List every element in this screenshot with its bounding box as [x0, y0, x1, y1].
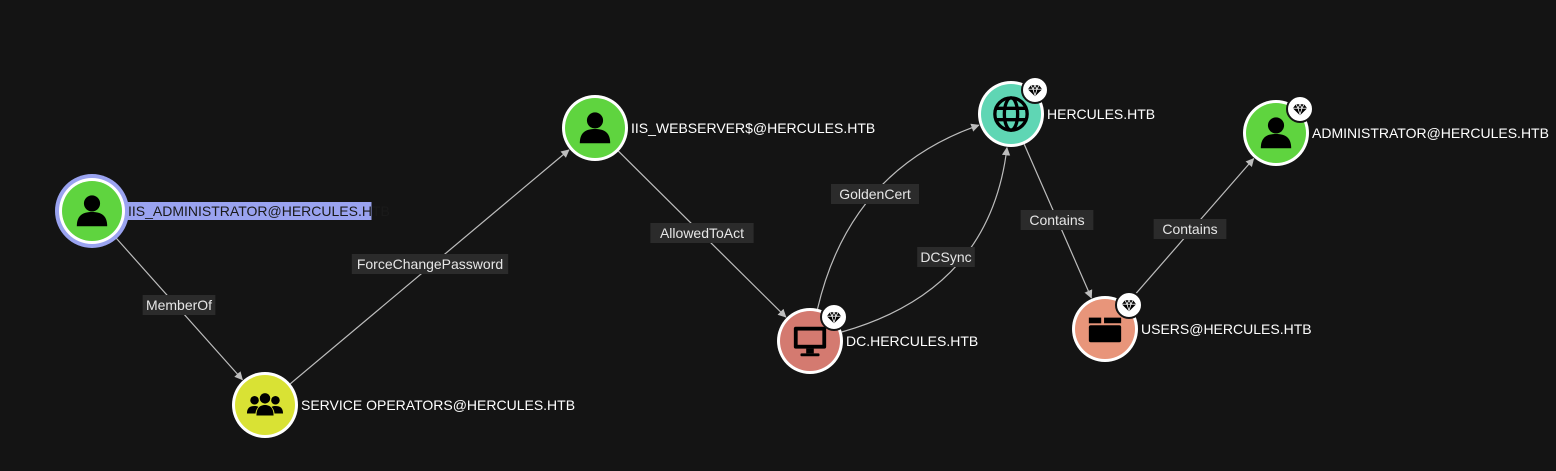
- node-label: ADMINISTRATOR@HERCULES.HTB: [1312, 125, 1549, 141]
- edge-contains[interactable]: Contains: [1126, 157, 1255, 305]
- edge-label-text: ForceChangePassword: [357, 256, 503, 272]
- edge-dcsync[interactable]: DCSync: [841, 146, 1011, 333]
- edge-memberof[interactable]: MemberOf: [113, 235, 243, 381]
- nodes-layer: IIS_ADMINISTRATOR@HERCULES.HTB SERVICE OP…: [55, 76, 1549, 438]
- edge-curve: [841, 146, 1011, 333]
- edge-label-text: AllowedToAct: [660, 225, 744, 241]
- edge-forcechangepassword[interactable]: ForceChangePassword: [289, 149, 570, 385]
- node-label: IIS_ADMINISTRATOR@HERCULES.HTB: [128, 203, 390, 219]
- edge-label-text: DCSync: [920, 249, 971, 265]
- tier-zero-gem-icon: [1286, 95, 1314, 123]
- node-dc[interactable]: DC.HERCULES.HTB: [777, 303, 978, 374]
- edge-contains[interactable]: Contains: [1020, 143, 1094, 299]
- edge-label-text: MemberOf: [146, 297, 212, 313]
- edge-goldencert[interactable]: GoldenCert: [816, 123, 980, 310]
- edge-label-text: Contains: [1162, 221, 1217, 237]
- node-label: HERCULES.HTB: [1047, 106, 1155, 122]
- node-label: DC.HERCULES.HTB: [846, 333, 978, 349]
- label-highlight: [126, 202, 372, 220]
- edge-label: Contains: [1153, 219, 1227, 239]
- tier-zero-gem-icon: [1115, 291, 1143, 319]
- tier-zero-gem-icon: [820, 303, 848, 331]
- edge-label: GoldenCert: [831, 184, 919, 204]
- edge-label-text: Contains: [1029, 212, 1084, 228]
- node-label: IIS_WEBSERVER$@HERCULES.HTB: [631, 120, 875, 136]
- edges-layer: MemberOf ForceChangePassword AllowedToAct G…: [113, 123, 1255, 385]
- edge-label: ForceChangePassword: [351, 254, 509, 274]
- node-iis-web[interactable]: IIS_WEBSERVER$@HERCULES.HTB: [562, 95, 875, 161]
- edge-allowedtoact[interactable]: AllowedToAct: [618, 150, 787, 318]
- edge-label: DCSync: [917, 247, 975, 267]
- node-domain[interactable]: HERCULES.HTB: [978, 76, 1155, 147]
- edge-label: AllowedToAct: [650, 223, 754, 243]
- edge-label: MemberOf: [142, 295, 216, 315]
- node-admin[interactable]: ADMINISTRATOR@HERCULES.HTB: [1243, 95, 1549, 166]
- tier-zero-gem-icon: [1021, 76, 1049, 104]
- container-icon: [1088, 317, 1122, 343]
- node-label: USERS@HERCULES.HTB: [1141, 321, 1312, 337]
- edge-curve: [816, 123, 980, 310]
- edge-label-text: GoldenCert: [839, 186, 911, 202]
- node-iis-admin[interactable]: IIS_ADMINISTRATOR@HERCULES.HTB: [55, 174, 390, 248]
- edge-label: Contains: [1020, 210, 1094, 230]
- node-service-ops[interactable]: SERVICE OPERATORS@HERCULES.HTB: [232, 372, 575, 438]
- node-users[interactable]: USERS@HERCULES.HTB: [1072, 291, 1312, 362]
- node-label: SERVICE OPERATORS@HERCULES.HTB: [301, 397, 575, 413]
